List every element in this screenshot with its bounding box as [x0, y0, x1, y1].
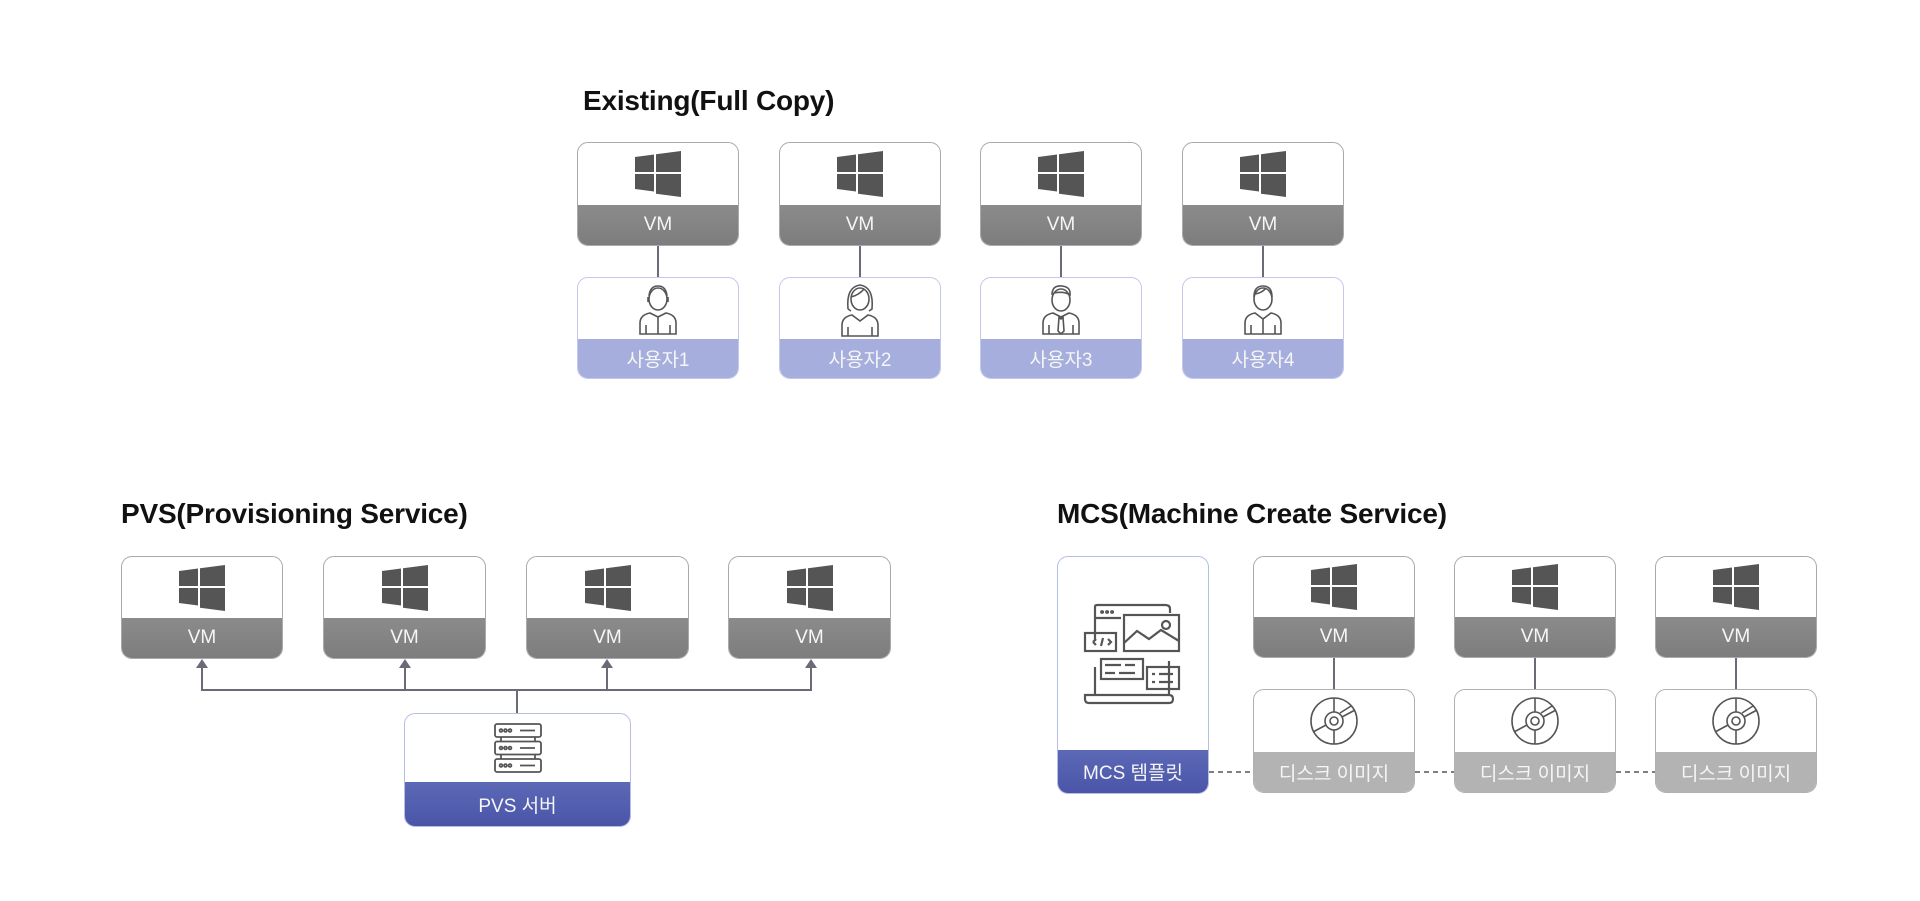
windows-logo-icon	[578, 143, 738, 205]
pvs-vm-2: VM	[323, 556, 486, 659]
arrow-up-icon	[601, 659, 613, 668]
vm-label: VM	[1656, 617, 1816, 657]
pvs-section-title: PVS(Provisioning Service)	[121, 498, 468, 529]
female-user-icon	[1183, 278, 1343, 339]
existing-user-4: 사용자4	[1182, 277, 1344, 379]
pvs-vm-4: VM	[728, 556, 891, 659]
vm-label: VM	[578, 205, 738, 245]
vm-label: VM	[780, 205, 940, 245]
windows-logo-icon	[527, 557, 688, 618]
arrow-up-icon	[196, 659, 208, 668]
vm-label: VM	[1455, 617, 1615, 657]
existing-user-3: 사용자3	[980, 277, 1142, 379]
vm-label: VM	[729, 618, 890, 658]
vm-label: VM	[527, 618, 688, 658]
mcs-section-title: MCS(Machine Create Service)	[1057, 498, 1447, 529]
mcs-vm-3: VM	[1655, 556, 1817, 658]
disc-icon	[1254, 690, 1414, 752]
male-user-icon	[578, 278, 738, 339]
user-label: 사용자3	[981, 339, 1141, 378]
mcs-template: MCS 템플릿	[1057, 556, 1209, 794]
pvs-server: PVS 서버	[404, 713, 631, 827]
windows-logo-icon	[780, 143, 940, 205]
disc-icon	[1455, 690, 1615, 752]
existing-user-1: 사용자1	[577, 277, 739, 379]
existing-vm-1: VM	[577, 142, 739, 246]
disk-label: 디스크 이미지	[1656, 752, 1816, 792]
windows-logo-icon	[1254, 557, 1414, 617]
mcs-vm-2: VM	[1454, 556, 1616, 658]
windows-logo-icon	[1656, 557, 1816, 617]
vm-label: VM	[1183, 205, 1343, 245]
vm-label: VM	[324, 618, 485, 658]
vm-label: VM	[122, 618, 282, 658]
disc-icon	[1656, 690, 1816, 752]
mcs-disk-1: 디스크 이미지	[1253, 689, 1415, 793]
arrow-up-icon	[805, 659, 817, 668]
web-design-template-icon	[1058, 557, 1208, 750]
user-label: 사용자4	[1183, 339, 1343, 378]
disk-label: 디스크 이미지	[1254, 752, 1414, 792]
disk-label: 디스크 이미지	[1455, 752, 1615, 792]
existing-vm-2: VM	[779, 142, 941, 246]
template-label: MCS 템플릿	[1058, 750, 1208, 793]
existing-vm-3: VM	[980, 142, 1142, 246]
windows-logo-icon	[729, 557, 890, 618]
female-user-icon	[780, 278, 940, 339]
arrow-up-icon	[399, 659, 411, 668]
male-user-tie-icon	[981, 278, 1141, 339]
windows-logo-icon	[324, 557, 485, 618]
windows-logo-icon	[981, 143, 1141, 205]
windows-logo-icon	[122, 557, 282, 618]
mcs-disk-3: 디스크 이미지	[1655, 689, 1817, 793]
mcs-disk-2: 디스크 이미지	[1454, 689, 1616, 793]
windows-logo-icon	[1455, 557, 1615, 617]
vm-label: VM	[1254, 617, 1414, 657]
pvs-vm-3: VM	[526, 556, 689, 659]
windows-logo-icon	[1183, 143, 1343, 205]
existing-user-2: 사용자2	[779, 277, 941, 379]
existing-section-title: Existing(Full Copy)	[583, 85, 835, 116]
mcs-vm-1: VM	[1253, 556, 1415, 658]
pvs-distribution-line	[201, 668, 812, 691]
user-label: 사용자1	[578, 339, 738, 378]
pvs-vm-1: VM	[121, 556, 283, 659]
server-rack-icon	[405, 714, 630, 782]
user-label: 사용자2	[780, 339, 940, 378]
existing-vm-4: VM	[1182, 142, 1344, 246]
vm-label: VM	[981, 205, 1141, 245]
server-label: PVS 서버	[405, 782, 630, 826]
